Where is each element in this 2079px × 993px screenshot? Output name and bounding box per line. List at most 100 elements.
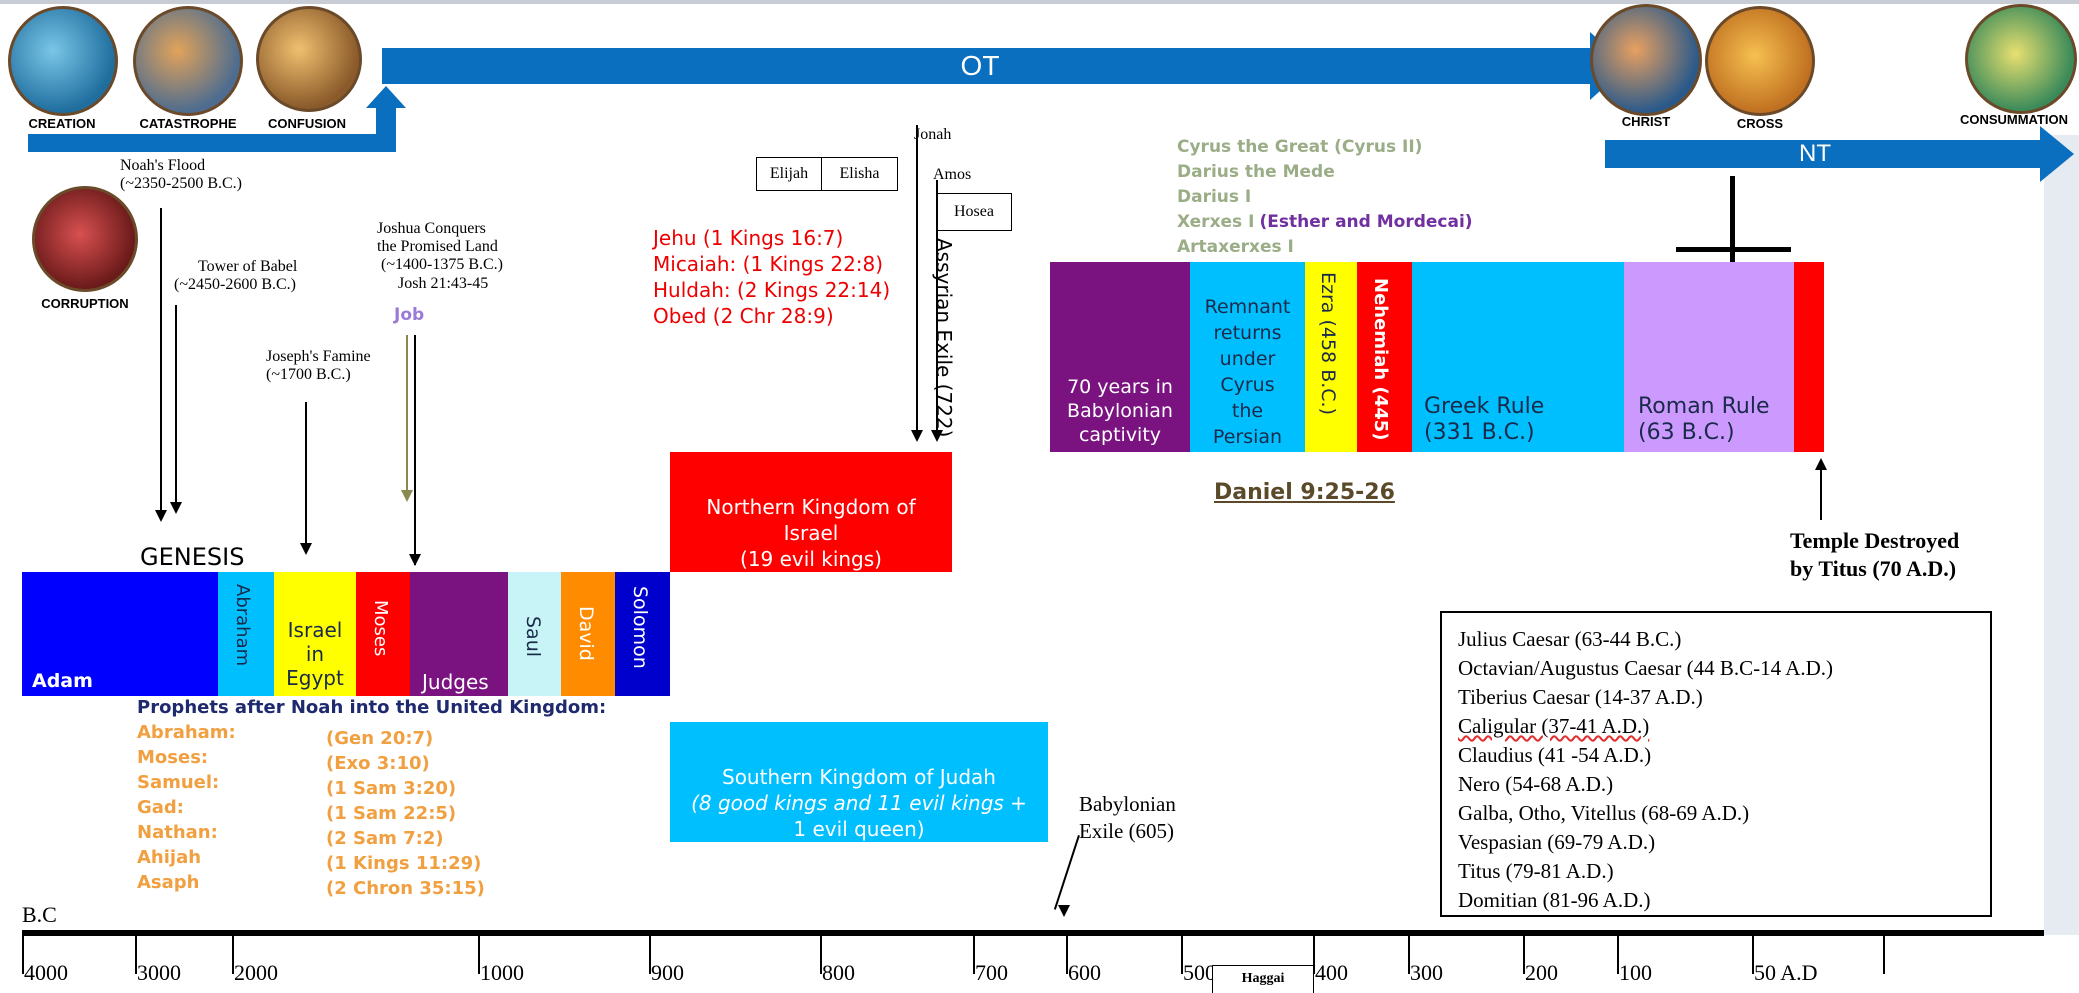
southern-line3: 1 evil queen)	[793, 817, 925, 841]
temple-line1: Temple Destroyed	[1790, 528, 1960, 553]
prophet-ref-7: (2 Chron 35:15)	[326, 878, 485, 899]
haggai-box: Haggai	[1212, 965, 1314, 993]
tick-100	[1617, 936, 1619, 974]
caesar-6: Nero (54-68 A.D.)	[1458, 772, 1614, 796]
noah-title: Noah's Flood	[120, 157, 206, 174]
king-darius-mede: Darius the Mede	[1177, 162, 1335, 182]
job-label: Job	[394, 305, 425, 325]
temple-red-block	[1794, 262, 1824, 452]
prophet-name-2: Moses:	[137, 747, 209, 768]
jonah-label: Jonah	[914, 126, 952, 143]
israel-egypt-line2: in	[305, 642, 325, 666]
babel-date: (~2450-2600 B.C.)	[174, 276, 296, 293]
roman-line1: Roman Rule	[1638, 394, 1770, 419]
ezra-block: Ezra (458 B.C.)	[1305, 262, 1357, 452]
red-prophet-3: Huldah: (2 Kings 22:14)	[653, 278, 891, 302]
tick-400	[1313, 936, 1315, 974]
elijah-label: Elijah	[769, 165, 809, 182]
cross-label: CROSS	[1736, 116, 1784, 131]
prophet-name-4: Gad:	[137, 797, 185, 818]
remnant-line1: Remnant	[1204, 296, 1291, 318]
tick-800	[820, 936, 822, 974]
consummation-icon	[1965, 4, 2077, 114]
confusion-icon	[256, 6, 362, 112]
corruption-icon	[32, 186, 138, 292]
prophet-name-7: Asaph	[137, 872, 200, 893]
tick-label-400: 400	[1315, 960, 1348, 985]
babel-arrow	[175, 305, 177, 505]
joseph-arrow	[305, 402, 307, 547]
caesar-9: Titus (79-81 A.D.)	[1458, 859, 1614, 883]
consummation-label: CONSUMMATION	[1959, 112, 2069, 127]
noah-arrow	[160, 208, 162, 513]
moses-block: Moses	[356, 572, 410, 696]
saul-block: Saul	[508, 572, 561, 696]
tick-label-4000: 4000	[24, 960, 68, 985]
israel-egypt-line1: Israel	[287, 618, 343, 642]
tick-label-700: 700	[975, 960, 1008, 985]
tick-label-500: 500	[1183, 960, 1216, 985]
southern-kingdom-block: Southern Kingdom of Judah (8 good kings …	[670, 722, 1048, 842]
red-prophet-1: Jehu (1 Kings 16:7)	[653, 226, 844, 250]
king-xerxes: Xerxes I	[1177, 212, 1255, 232]
adam-label: Adam	[32, 670, 93, 692]
abraham-block: Abraham	[218, 572, 274, 696]
abraham-label: Abraham	[232, 584, 253, 667]
joshua-arrow	[414, 335, 416, 565]
babel-arrow-head	[170, 502, 182, 514]
tick-label-50ad: 50 A.D	[1754, 960, 1818, 985]
nehemiah-block: Nehemiah (445)	[1357, 262, 1412, 452]
babel-title: Tower of Babel	[198, 258, 298, 275]
united-prophets-title: Prophets after Noah into the United King…	[137, 697, 607, 718]
babylonian-exile-line2: Exile (605)	[1079, 819, 1175, 843]
remnant-line5: the	[1231, 400, 1264, 422]
greek-line2: (331 B.C.)	[1424, 420, 1535, 445]
king-darius-i: Darius I	[1177, 187, 1252, 207]
confusion-label: CONFUSION	[268, 116, 346, 131]
babylonian-exile-arrow-head	[1058, 905, 1070, 917]
tick-label-200: 200	[1525, 960, 1558, 985]
joshua-line2: the Promised Land	[377, 238, 498, 255]
caesar-3: Tiberius Caesar (14-37 A.D.)	[1458, 685, 1703, 709]
tick-500	[1181, 936, 1183, 974]
catastrophe-icon	[133, 6, 243, 116]
prophet-ref-2: (Exo 3:10)	[326, 753, 430, 774]
tick-label-100: 100	[1619, 960, 1652, 985]
joshua-line1: Joshua Conquers	[377, 220, 486, 237]
ezra-label: Ezra (458 B.C.)	[1317, 272, 1339, 415]
tick-300	[1408, 936, 1410, 974]
judges-block: Judges	[410, 572, 508, 696]
hosea-box: Hosea	[936, 193, 1012, 231]
genesis-label: GENESIS	[140, 543, 245, 571]
caesar-10: Domitian (81-96 A.D.)	[1458, 888, 1651, 912]
tick-900	[649, 936, 651, 974]
babylon-line3: captivity	[1078, 424, 1162, 446]
right-panel	[2044, 135, 2079, 935]
caesar-7: Galba, Otho, Vitellus (68-69 A.D.)	[1458, 801, 1750, 825]
cross-icon	[1705, 6, 1815, 116]
red-prophet-2: Micaiah: (1 Kings 22:8)	[653, 252, 884, 276]
tick-label-3000: 3000	[137, 960, 181, 985]
adam-block: Adam	[22, 572, 218, 696]
remnant-line3: under	[1219, 348, 1276, 370]
caesar-5: Claudius (41 -54 A.D.)	[1458, 743, 1652, 767]
tick-3000	[135, 936, 137, 974]
assyrian-exile-label: Assyrian Exile (722)	[932, 238, 956, 438]
tick-label-2000: 2000	[234, 960, 278, 985]
roman-line2: (63 B.C.)	[1638, 420, 1735, 445]
joshua-line3: (~1400-1375 B.C.)	[381, 256, 503, 273]
remnant-line4: Cyrus	[1220, 374, 1275, 396]
christ-icon	[1590, 4, 1702, 116]
job-arrow-head	[401, 490, 413, 502]
job-arrow	[406, 335, 408, 490]
bc-label: B.C	[22, 902, 57, 927]
cross-horizontal	[1676, 247, 1791, 252]
caesar-2: Octavian/Augustus Caesar (44 B.C-14 A.D.…	[1458, 656, 1834, 680]
creation-label: CREATION	[28, 116, 96, 131]
caesar-4: Caligular (37-41 A.D.)	[1458, 714, 1650, 738]
timeline-axis	[22, 930, 2044, 936]
jonah-arrow-head	[911, 430, 923, 442]
return-arrow-vertical	[376, 104, 396, 152]
nt-label: NT	[1799, 140, 1831, 167]
babylonian-exile-line1: Babylonian	[1079, 792, 1176, 816]
